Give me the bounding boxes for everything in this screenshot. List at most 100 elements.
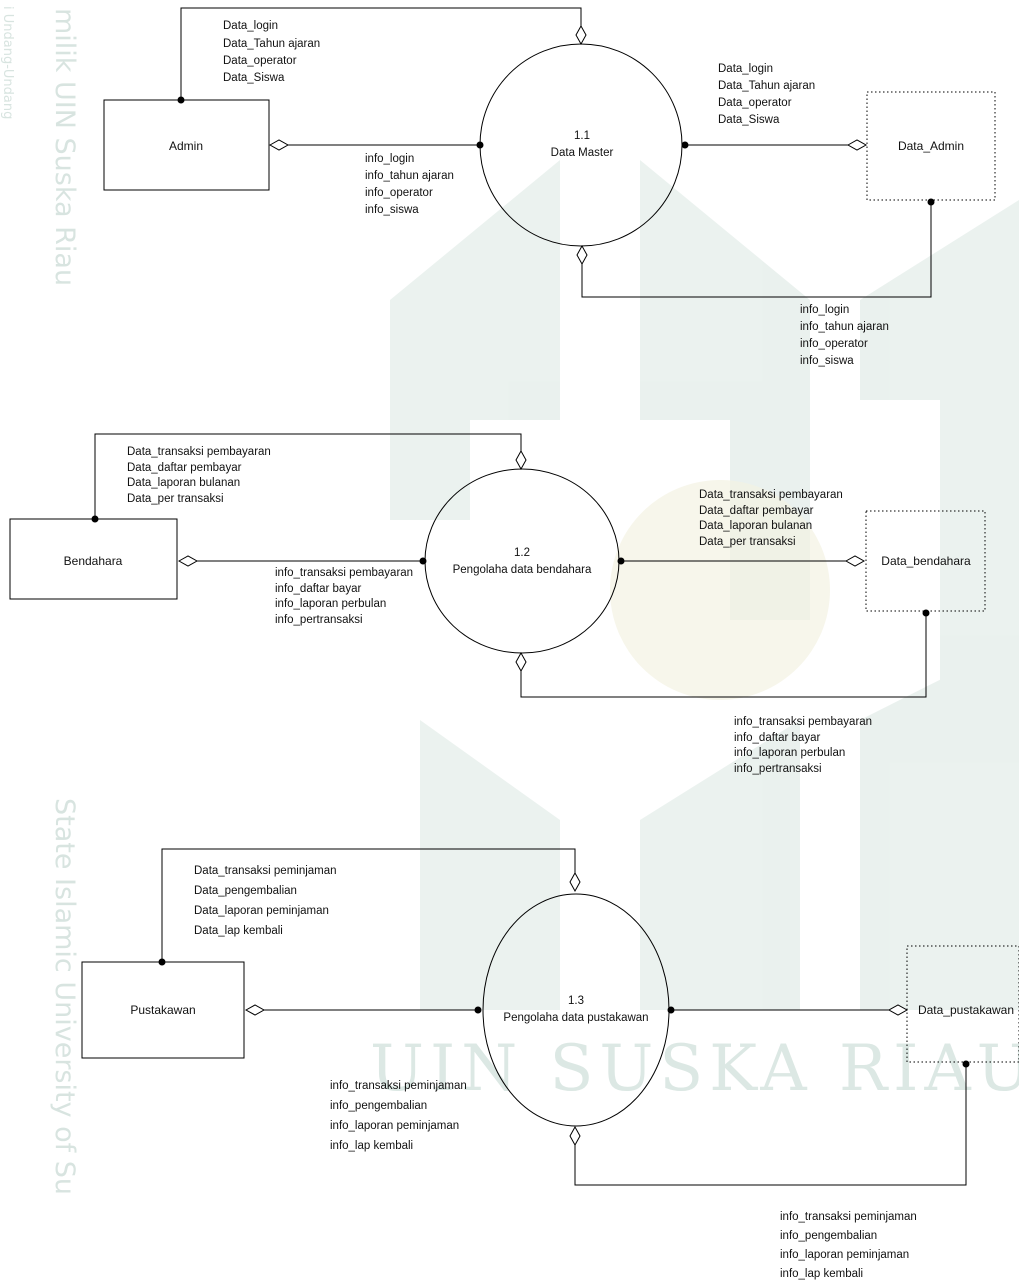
flow-label-line: info_transaksi peminjaman	[780, 1211, 917, 1223]
flow-label-line: info_laporan perbulan	[734, 747, 845, 759]
flow-label-line: info_laporan peminjaman	[780, 1249, 909, 1261]
flow-label-line: Data_per transaksi	[127, 493, 224, 505]
flow-label-bend-data: Data_transaksi pembayaran Data_daftar pe…	[127, 446, 271, 505]
flow-label-line: Data_Siswa	[718, 114, 780, 126]
flow-dot	[927, 198, 935, 206]
flow-dot	[962, 1060, 970, 1068]
flow-label-line: Data_laporan peminjaman	[194, 905, 329, 917]
flow-label-line: info_laporan perbulan	[275, 598, 386, 610]
flow-label-line: Data_login	[223, 20, 278, 32]
watermark: UIN SUSKA RIAU milik UIN Suska Riau Stat…	[0, 6, 1019, 1195]
watermark-side-top-text: milik UIN Suska Riau	[49, 8, 80, 286]
flow-label-line: info_pengembalian	[330, 1100, 427, 1112]
flow-label-line: Data_Tahun ajaran	[223, 38, 320, 50]
flow-pustakawan-to-process	[161, 848, 576, 962]
flow-label-line: info_daftar bayar	[275, 583, 361, 595]
flow-label-line: Data_transaksi pembayaran	[127, 446, 271, 458]
flow-label-line: Data_Siswa	[223, 72, 285, 84]
flow-store-to-process	[574, 1064, 967, 1186]
flow-label-pust-info: info_transaksi peminjaman info_pengembal…	[330, 1080, 467, 1152]
process-1-3-number: 1.3	[568, 995, 584, 1007]
flow-label-store1-data: Data_login Data_Tahun ajaran Data_operat…	[718, 63, 815, 126]
watermark-side-bottom-text: State Islamic University of Su	[49, 798, 80, 1195]
flow-diamond	[268, 139, 290, 151]
process-1-2-number: 1.2	[514, 547, 530, 559]
flow-label-line: info_lap kembali	[780, 1268, 863, 1280]
flow-dot	[667, 1006, 675, 1014]
flow-label-line: Data_per transaksi	[699, 536, 796, 548]
store-data-pustakawan-label: Data_pustakawan	[918, 1003, 1014, 1017]
flow-label-line: Data_transaksi peminjaman	[194, 865, 337, 877]
flow-dot	[476, 141, 484, 149]
store-data-pustakawan	[906, 945, 1019, 1063]
flow-label-store3-info: info_transaksi peminjaman info_pengembal…	[780, 1211, 917, 1280]
flow-label-line: Data_daftar pembayar	[699, 505, 814, 517]
flow-label-line: Data_laporan bulanan	[127, 477, 240, 489]
flow-label-line: Data_operator	[223, 55, 297, 67]
flow-label-line: Data_transaksi pembayaran	[699, 489, 843, 501]
flow-label-line: info_daftar bayar	[734, 732, 820, 744]
flow-bendahara-to-process	[94, 433, 522, 519]
flow-admin-to-process	[180, 7, 582, 100]
flow-label-line: info_transaksi pembayaran	[734, 716, 872, 728]
flow-label-line: info_laporan peminjaman	[330, 1120, 459, 1132]
flow-dot	[474, 1006, 482, 1014]
flow-diamond	[515, 651, 527, 673]
process-1-2-name: Pengolaha data bendahara	[453, 564, 592, 576]
flow-diamond	[515, 449, 527, 471]
watermark-bottom-text: UIN SUSKA RIAU	[370, 1032, 1019, 1106]
flow-dot	[617, 557, 625, 565]
flow-label-line: info_transaksi pembayaran	[275, 567, 413, 579]
flow-label-line: Data_laporan bulanan	[699, 520, 812, 532]
flow-store-to-process	[581, 202, 932, 298]
section-bendahara	[9, 433, 986, 698]
section-pustakawan	[81, 848, 1019, 1186]
flow-store-to-process	[520, 613, 927, 698]
flow-diamond	[569, 1125, 581, 1147]
store-data-admin-label: Data_Admin	[898, 139, 964, 153]
flow-label-line: Data_pengembalian	[194, 885, 297, 897]
flow-label-line: Data_Tahun ajaran	[718, 80, 815, 92]
flow-dot	[419, 557, 427, 565]
flow-label-line: info_transaksi peminjaman	[330, 1080, 467, 1092]
entity-admin-label: Admin	[169, 139, 203, 153]
flow-dot	[177, 96, 185, 104]
flow-label-line: Data_lap kembali	[194, 925, 283, 937]
flow-diamond	[569, 871, 581, 893]
flow-label-line: Data_daftar pembayar	[127, 462, 242, 474]
flow-diamond	[575, 24, 587, 46]
flow-label-line: info_pengembalian	[780, 1230, 877, 1242]
process-1-3-name: Pengolaha data pustakawan	[503, 1012, 648, 1024]
flow-label-pust-data: Data_transaksi peminjaman Data_pengembal…	[194, 865, 337, 937]
flow-dot	[922, 609, 930, 617]
section-data-master	[103, 7, 996, 298]
flow-label-line: info_login	[365, 153, 414, 165]
flow-label-line: info_pertransaksi	[734, 763, 822, 775]
flow-label-line: info_lap kembali	[330, 1140, 413, 1152]
flow-diamond	[887, 1004, 909, 1016]
entity-bendahara-label: Bendahara	[64, 554, 123, 568]
flow-label-line: info_siswa	[365, 204, 419, 216]
flow-diamond	[244, 1004, 266, 1016]
store-data-bendahara	[865, 510, 986, 612]
flow-label-bend-info: info_transaksi pembayaran info_daftar ba…	[275, 567, 413, 626]
watermark-side-edge-text: i Undang-Undang	[0, 6, 15, 119]
flow-label-store1-info: info_login info_tahun ajaran info_operat…	[800, 304, 889, 367]
flow-label-store2-data: Data_transaksi pembayaran Data_daftar pe…	[699, 489, 843, 548]
flow-label-line: info_operator	[365, 187, 433, 199]
flow-diamond	[846, 139, 868, 151]
flow-label-line: info_pertransaksi	[275, 614, 363, 626]
flow-dot	[681, 141, 689, 149]
flow-label-store2-info: info_transaksi pembayaran info_daftar ba…	[734, 716, 872, 775]
flow-label-admin-data: Data_login Data_Tahun ajaran Data_operat…	[223, 20, 320, 84]
flow-label-line: info_operator	[800, 338, 868, 350]
flow-diamond	[576, 244, 588, 266]
flow-label-line: info_siswa	[800, 355, 854, 367]
flow-label-line: Data_operator	[718, 97, 792, 109]
flow-label-line: info_login	[800, 304, 849, 316]
watermark-emblem	[390, 160, 1019, 1010]
process-1-1-number: 1.1	[574, 130, 590, 142]
flow-dot	[91, 515, 99, 523]
flow-label-admin-info: info_login info_tahun ajaran info_operat…	[365, 153, 454, 216]
